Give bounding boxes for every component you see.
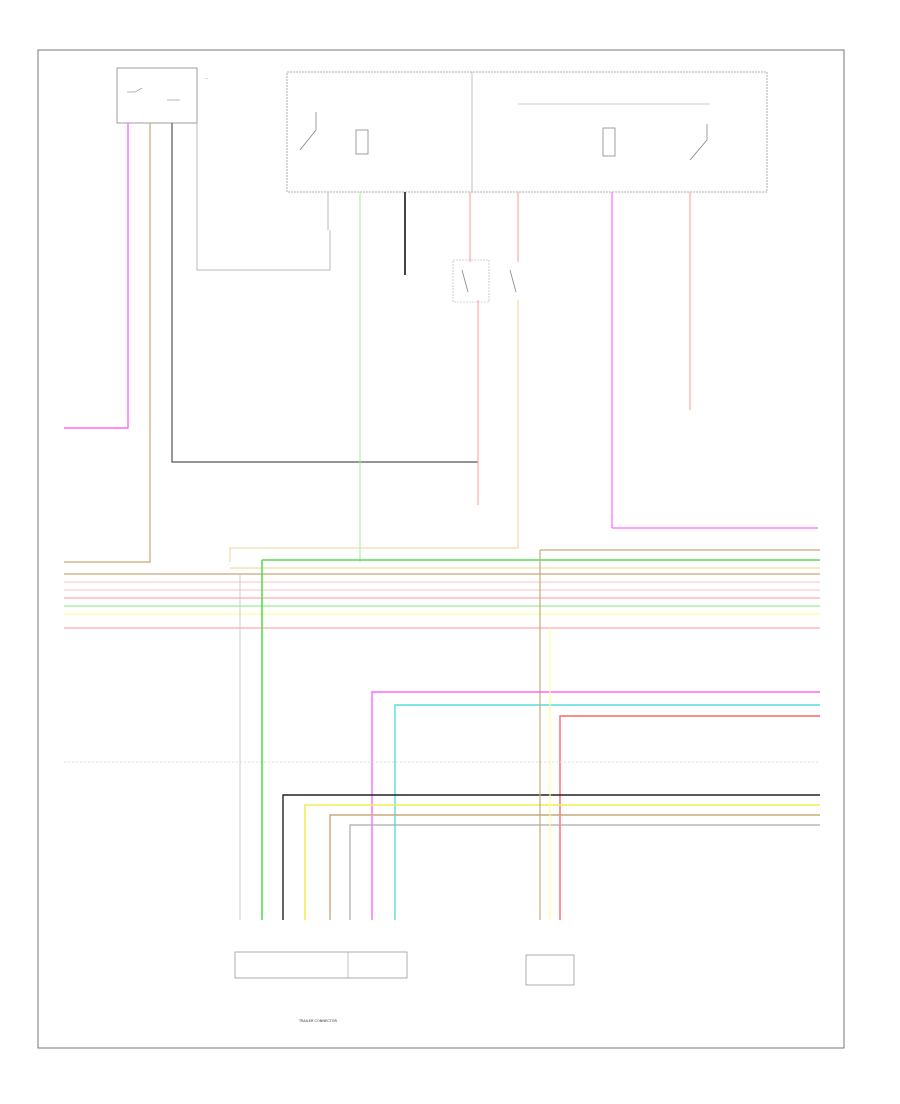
- connector-feeds: [239, 550, 551, 920]
- relay-drops: [229, 192, 818, 562]
- bus-group-3: [282, 794, 820, 920]
- bus-group-1: [64, 549, 820, 629]
- top-left-module: ···: [116, 67, 208, 124]
- mid-switches: [452, 259, 517, 303]
- trailer-connector-label: TRAILER CONNECTOR: [298, 1019, 338, 1023]
- svg-text:···: ···: [205, 77, 208, 81]
- left-verticals: [64, 123, 151, 563]
- right-connector: [525, 954, 575, 986]
- trailer-connector: TRAILER CONNECTOR: [234, 951, 408, 1023]
- relay-box: [286, 71, 768, 193]
- diagram-frame: [37, 49, 845, 1049]
- bus-group-2: [64, 691, 820, 920]
- gray-wires: [171, 123, 478, 463]
